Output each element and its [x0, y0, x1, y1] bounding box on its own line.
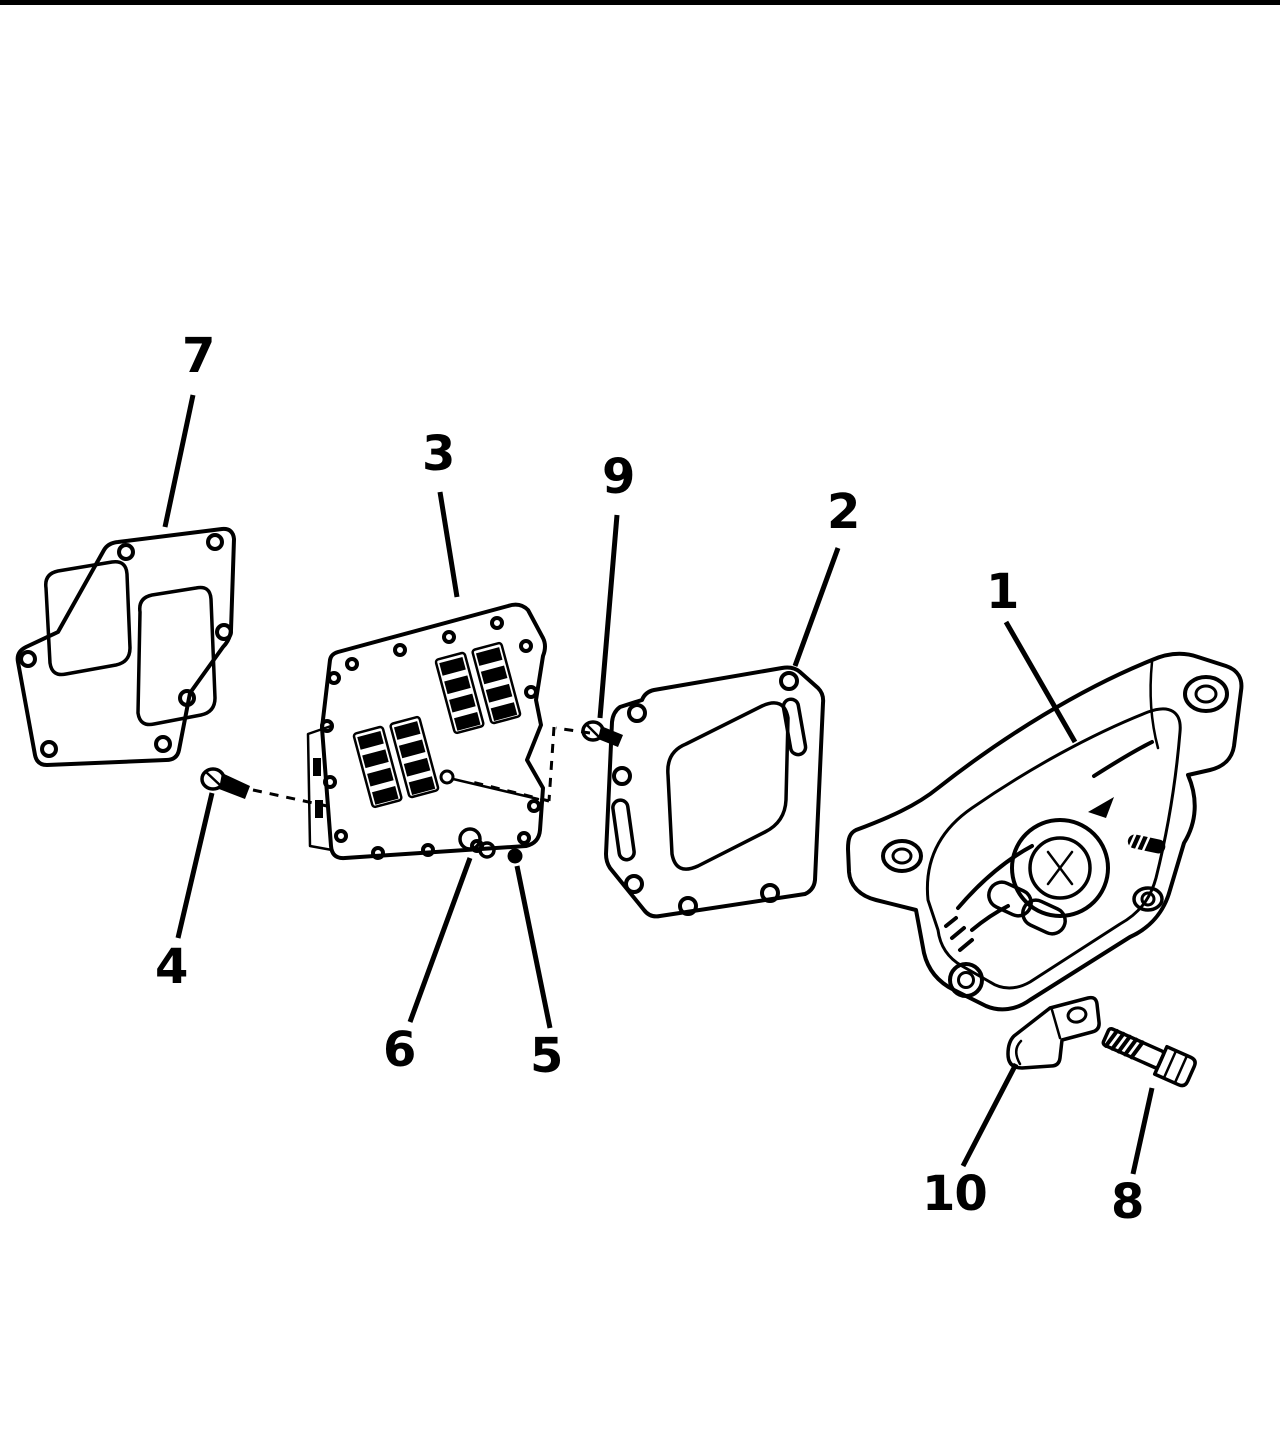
- boss-bottom-right: [1132, 886, 1164, 912]
- leader-4: [175, 792, 215, 939]
- leader-10: [960, 1062, 1019, 1168]
- boss-bottom-right-bore: [1140, 891, 1156, 907]
- part-gasket-outer: [15, 526, 236, 767]
- screw-head-slot: [204, 770, 223, 788]
- bolt-head-facet: [1173, 1054, 1189, 1085]
- clip-hole: [1066, 1006, 1088, 1024]
- part-gasket-inner: [604, 665, 826, 919]
- leader-8: [1130, 1087, 1155, 1175]
- leader-3: [437, 491, 460, 598]
- bolt-head: [1152, 1044, 1197, 1088]
- boss-cast-mark: [1046, 850, 1074, 886]
- screw-shaft: [219, 773, 250, 799]
- screw-holes: [320, 616, 541, 860]
- callout-1: 1: [986, 564, 1019, 620]
- gasket-inner-outline: [604, 665, 826, 919]
- part-pin: [458, 827, 496, 859]
- clip-outline: [1006, 995, 1101, 1070]
- side-tab-slot: [313, 758, 321, 776]
- reed-port-block-lower: [352, 715, 440, 809]
- page-top-border: [0, 0, 1280, 5]
- part-manifold-housing: [846, 651, 1244, 1012]
- gasket-slot: [611, 798, 636, 862]
- part-screw-left: [200, 767, 328, 808]
- part-hex-bolt: [1101, 1026, 1197, 1088]
- flow-arrow: [1088, 797, 1114, 818]
- bolt-holes: [612, 671, 799, 916]
- leader-2: [792, 547, 841, 667]
- spacer-pin: [1021, 898, 1067, 936]
- center-screw-hole: [439, 769, 455, 785]
- housing-inner-contour: [925, 707, 1182, 990]
- screw-alignment-dashes: [252, 788, 328, 808]
- part-retainer-clip: [1006, 995, 1101, 1070]
- gasket-port-opening: [136, 585, 217, 727]
- screw-alignment-dashes: [467, 779, 550, 803]
- leader-5: [514, 865, 553, 1029]
- housing-ear-edge: [1149, 660, 1160, 750]
- mount-hole-left: [881, 839, 923, 873]
- bolt-head-facet: [1162, 1049, 1178, 1080]
- leader-7: [162, 394, 196, 528]
- mount-hole-bottom: [948, 962, 984, 998]
- mount-hole-left-bore: [891, 847, 913, 865]
- reed-port-block-upper: [434, 641, 522, 735]
- part-reed-plate: [306, 602, 591, 861]
- clip-fold-line: [1050, 1008, 1062, 1040]
- leader-1: [1003, 620, 1078, 744]
- callout-8: 8: [1111, 1174, 1144, 1230]
- housing-shading: [944, 740, 1154, 952]
- part-screw-center: [581, 720, 623, 747]
- reed-plate-outline: [320, 602, 547, 861]
- screw-head-slot: [584, 722, 602, 740]
- gasket-center-opening: [666, 701, 790, 871]
- leader-9: [597, 514, 620, 719]
- mount-hole-bottom-bore: [957, 971, 975, 989]
- side-tab-slot: [315, 800, 323, 818]
- callout-9: 9: [602, 449, 635, 505]
- bolt-threads: [1103, 1029, 1145, 1060]
- reed-plate-side-tab: [306, 724, 334, 852]
- part-ball: [507, 848, 523, 864]
- center-boss-bore: [1028, 836, 1092, 900]
- clip-curl: [1015, 1039, 1023, 1066]
- mount-hole-top-right: [1183, 675, 1229, 713]
- callout-7: 7: [182, 328, 215, 384]
- callout-5: 5: [530, 1028, 563, 1084]
- embedded-screw: [1127, 833, 1166, 854]
- callout-6: 6: [383, 1022, 416, 1078]
- callout-4: 4: [155, 939, 188, 995]
- spacer-pin: [987, 880, 1033, 918]
- leader-lines: [162, 394, 1155, 1175]
- gasket-slot: [781, 697, 808, 757]
- leader-6: [407, 857, 473, 1023]
- center-boss-outer: [1010, 818, 1110, 918]
- housing-outline: [846, 651, 1244, 1012]
- callout-3: 3: [422, 426, 455, 482]
- callout-10: 10: [922, 1166, 988, 1222]
- gasket-port-opening: [44, 560, 132, 677]
- callout-2: 2: [827, 484, 860, 540]
- mount-hole-top-right-bore: [1194, 684, 1218, 704]
- screw-alignment-dashes: [547, 726, 556, 802]
- bolt-holes: [19, 533, 233, 758]
